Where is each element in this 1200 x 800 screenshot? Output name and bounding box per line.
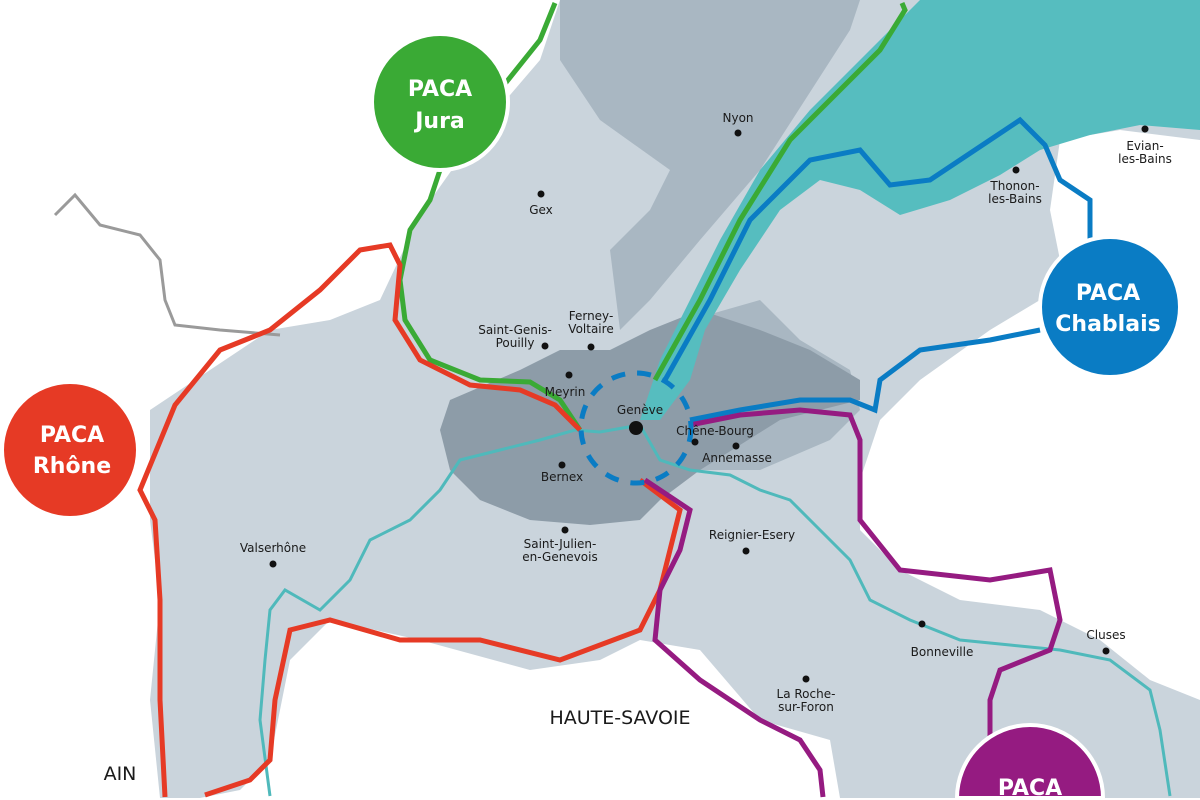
city-la-roche: La Roche-sur-Foron [777, 687, 836, 714]
city-geneve: Genève [617, 403, 663, 417]
city-saint-julien: Saint-Julien-en-Genevois [522, 537, 597, 564]
bubble-paca-rhone[interactable]: PACA Rhône [0, 380, 140, 520]
city-dots [269, 125, 1149, 683]
lake-leman [640, 0, 1200, 420]
line-arve [689, 407, 1063, 760]
line-chablais [662, 116, 1093, 382]
line-chablais-east [689, 327, 1041, 423]
bubble-label: PACA [1076, 281, 1140, 306]
region-ain: AIN [104, 763, 137, 785]
city-ferney: Ferney-Voltaire [568, 309, 613, 336]
rivers [258, 423, 1172, 797]
city-thonon: Thonon-les-Bains [988, 179, 1042, 206]
bubble-paca-jura[interactable]: PACA Jura [370, 32, 510, 172]
city-cluses: Cluses [1086, 628, 1125, 642]
land-mid [560, 0, 860, 330]
river-arve [638, 424, 1172, 797]
city-evian: Evian-les-Bains [1118, 139, 1172, 166]
city-labels: Nyon Gex Evian-les-Bains Thonon-les-Bain… [240, 111, 1172, 714]
line-jura-top [498, 2, 558, 92]
region-haute-savoie: HAUTE-SAVOIE [549, 707, 690, 729]
geneva-hub-ring [578, 370, 694, 486]
city-meyrin: Meyrin [545, 385, 586, 399]
city-valserhone: Valserhône [240, 541, 306, 555]
city-bernex: Bernex [541, 470, 583, 484]
line-rhone [137, 242, 582, 798]
bubble-label: Rhône [33, 454, 111, 479]
road [53, 192, 281, 337]
city-bonneville: Bonneville [911, 645, 974, 659]
bubble-label: Chablais [1055, 312, 1160, 337]
bubble-label: PACA [40, 423, 104, 448]
bubble-paca-arve[interactable]: PACA [955, 723, 1105, 800]
bubble-label: Jura [413, 109, 465, 134]
line-jura-lake [652, 2, 908, 382]
river-rhone [258, 423, 641, 797]
line-rhone-south [204, 478, 683, 798]
line-arve-south [643, 477, 826, 798]
transport-lines [137, 2, 1093, 798]
bubble-label: PACA [408, 77, 472, 102]
city-reignier: Reignier-Esery [709, 528, 795, 542]
line-jura [397, 169, 583, 432]
city-chene-bourg: Chêne-Bourg [676, 424, 754, 438]
bubble-shape [955, 723, 1105, 800]
city-gex: Gex [529, 203, 553, 217]
bubble-paca-chablais[interactable]: PACA Chablais [1038, 235, 1182, 379]
city-annemasse: Annemasse [702, 451, 772, 465]
svg-text:PACA: PACA [998, 776, 1062, 800]
city-saint-genis: Saint-Genis-Pouilly [478, 323, 552, 350]
bubble-label: PACA [998, 776, 1062, 800]
city-nyon: Nyon [722, 111, 753, 125]
